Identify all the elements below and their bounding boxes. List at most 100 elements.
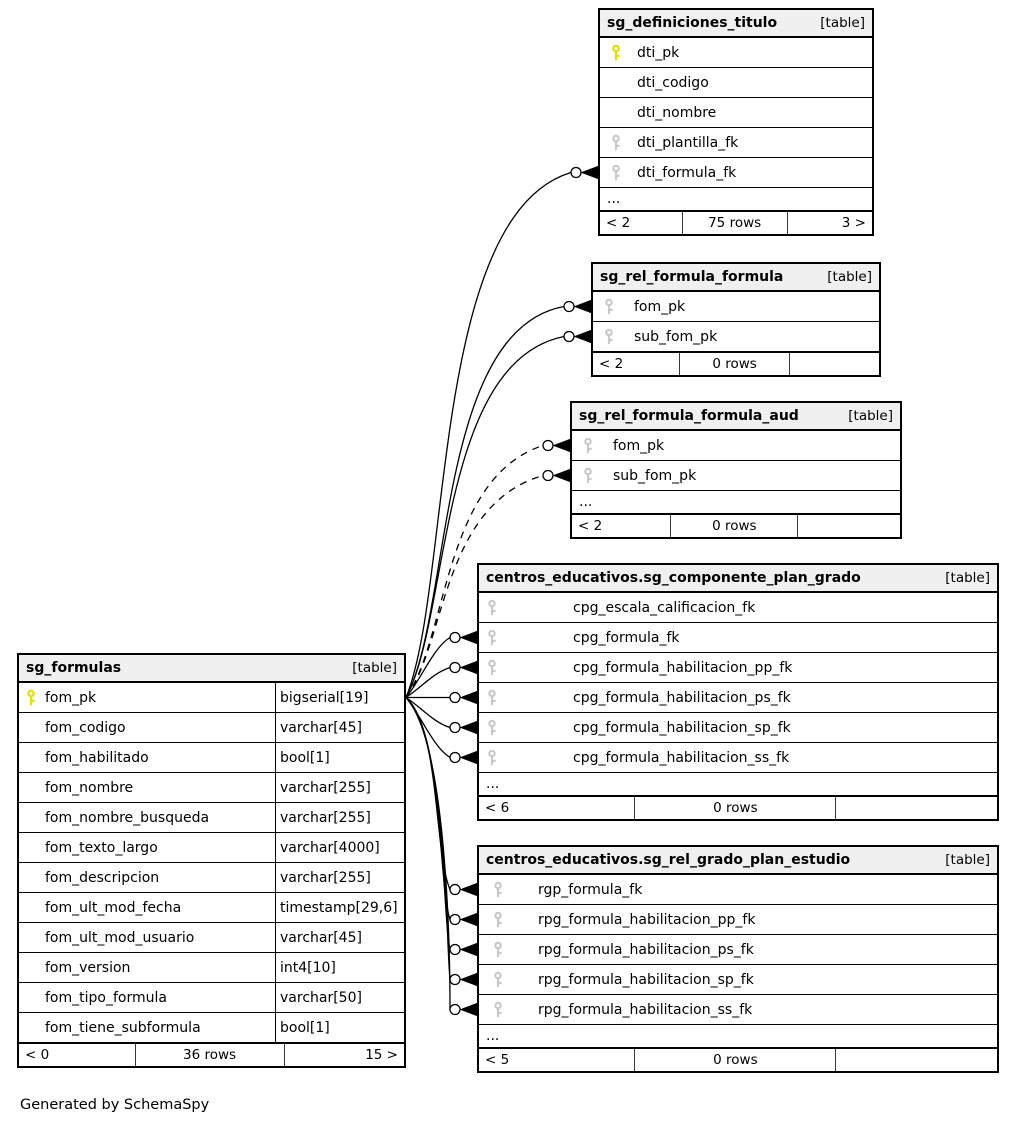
primary-key-icon	[25, 689, 38, 706]
children-count: 3 >	[841, 215, 866, 231]
foreign-key-icon	[486, 719, 499, 736]
column-name: sub_fom_pk	[634, 328, 718, 345]
column-name: cpg_escala_calificacion_fk	[573, 599, 756, 616]
relationship-line	[405, 697, 478, 987]
table-footer: < 6 0 rows	[479, 795, 997, 819]
table-header[interactable]: sg_rel_formula_formula [table]	[593, 264, 879, 292]
relationship-line	[405, 697, 478, 765]
more-columns-ellipsis: ...	[600, 187, 872, 210]
column-row: sub_fom_pk	[572, 460, 900, 490]
rows-count: 75 rows	[681, 212, 788, 234]
column-type: timestamp[29,6]	[275, 893, 404, 922]
column-row: fom_pk	[572, 431, 900, 460]
column-name: sub_fom_pk	[613, 467, 697, 484]
column-row: fom_codigo varchar[45]	[19, 712, 404, 742]
relationship-line	[405, 630, 478, 698]
table-header[interactable]: sg_definiciones_titulo [table]	[600, 10, 872, 38]
column-type: bigserial[19]	[275, 683, 404, 712]
column-row: fom_tipo_formula varchar[50]	[19, 982, 404, 1012]
table-header[interactable]: centros_educativos.sg_rel_grado_plan_est…	[479, 847, 997, 875]
table-name[interactable]: sg_formulas	[26, 660, 122, 676]
table-node-sg_componente_plan_grado[interactable]: centros_educativos.sg_componente_plan_gr…	[477, 563, 999, 821]
parents-count: < 6	[485, 800, 510, 816]
parents-count: < 2	[578, 518, 603, 534]
table-tag: [table]	[352, 660, 397, 676]
table-node-sg_rel_formula_formula_aud[interactable]: sg_rel_formula_formula_aud [table] fom_p…	[570, 401, 902, 539]
column-row: sub_fom_pk	[593, 321, 879, 351]
column-name: fom_descripcion	[45, 869, 160, 886]
foreign-key-icon	[492, 911, 505, 928]
column-row: fom_habilitado bool[1]	[19, 742, 404, 772]
table-name[interactable]: sg_definiciones_titulo	[607, 15, 778, 31]
relationship-line	[405, 329, 592, 698]
children-count	[790, 353, 879, 375]
column-row: dti_codigo	[600, 67, 872, 97]
foreign-key-icon	[582, 467, 595, 484]
table-footer: < 2 75 rows 3 >	[600, 210, 872, 234]
table-tag: [table]	[820, 15, 865, 31]
table-name[interactable]: sg_rel_formula_formula_aud	[579, 408, 799, 424]
children-count	[836, 1049, 997, 1071]
foreign-key-icon	[582, 437, 595, 454]
column-row: rpg_formula_habilitacion_sp_fk	[479, 964, 997, 994]
column-name: dti_plantilla_fk	[637, 134, 739, 151]
column-name: fom_tipo_formula	[45, 989, 167, 1006]
column-row: rpg_formula_habilitacion_pp_fk	[479, 904, 997, 934]
table-tag: [table]	[945, 852, 990, 868]
foreign-key-icon	[486, 599, 499, 616]
column-name: fom_ult_mod_fecha	[45, 899, 182, 916]
children-count	[798, 515, 900, 537]
column-row: fom_pk bigserial[19]	[19, 683, 404, 712]
table-tag: [table]	[848, 408, 893, 424]
column-type: varchar[255]	[275, 773, 404, 802]
column-name: fom_pk	[634, 298, 686, 315]
column-type: int4[10]	[275, 953, 404, 982]
column-name: cpg_formula_habilitacion_sp_fk	[573, 719, 791, 736]
column-row: fom_ult_mod_fecha timestamp[29,6]	[19, 892, 404, 922]
table-name[interactable]: centros_educativos.sg_rel_grado_plan_est…	[486, 852, 851, 868]
generated-by-note: Generated by SchemaSpy	[20, 1097, 210, 1113]
column-row: fom_nombre varchar[255]	[19, 772, 404, 802]
more-columns-ellipsis: ...	[479, 772, 997, 795]
table-node-sg_formulas[interactable]: sg_formulas [table] fom_pk bigserial[19]…	[17, 653, 406, 1068]
foreign-key-icon	[486, 629, 499, 646]
column-name: fom_texto_largo	[45, 839, 158, 856]
column-type: varchar[255]	[275, 803, 404, 832]
rows-count: 0 rows	[678, 353, 791, 375]
table-node-sg_definiciones_titulo[interactable]: sg_definiciones_titulo [table] dti_pk dt…	[598, 8, 874, 236]
column-name: rgp_formula_fk	[538, 881, 643, 898]
relationship-line	[405, 697, 478, 1017]
column-row: fom_pk	[593, 292, 879, 321]
parents-count: < 2	[599, 356, 624, 372]
table-node-sg_rel_grado_plan_estudio[interactable]: centros_educativos.sg_rel_grado_plan_est…	[477, 845, 999, 1073]
more-columns-ellipsis: ...	[572, 490, 900, 513]
rows-count: 0 rows	[634, 1049, 837, 1071]
column-row: fom_nombre_busqueda varchar[255]	[19, 802, 404, 832]
column-name: dti_nombre	[637, 104, 717, 121]
table-tag: [table]	[827, 269, 872, 285]
column-type: bool[1]	[275, 743, 404, 772]
table-header[interactable]: sg_formulas [table]	[19, 655, 404, 683]
table-node-sg_rel_formula_formula[interactable]: sg_rel_formula_formula [table] fom_pk su…	[591, 262, 881, 377]
column-name: fom_codigo	[45, 719, 126, 736]
column-type: varchar[45]	[275, 713, 404, 742]
table-header[interactable]: sg_rel_formula_formula_aud [table]	[572, 403, 900, 431]
column-type: bool[1]	[275, 1013, 404, 1042]
column-row: cpg_formula_habilitacion_pp_fk	[479, 652, 997, 682]
table-footer: < 5 0 rows	[479, 1047, 997, 1071]
foreign-key-icon	[486, 689, 499, 706]
foreign-key-icon	[492, 971, 505, 988]
table-footer: < 0 36 rows 15 >	[19, 1042, 404, 1066]
relationship-line	[405, 468, 571, 698]
column-row: fom_tiene_subformula bool[1]	[19, 1012, 404, 1042]
column-row: cpg_escala_calificacion_fk	[479, 593, 997, 622]
parents-count: < 5	[485, 1052, 510, 1068]
relationship-line	[405, 696, 478, 735]
column-name: dti_pk	[637, 44, 680, 61]
table-name[interactable]: centros_educativos.sg_componente_plan_gr…	[486, 570, 861, 586]
table-footer: < 2 0 rows	[572, 513, 900, 537]
column-name: fom_ult_mod_usuario	[45, 929, 195, 946]
foreign-key-icon	[492, 941, 505, 958]
table-header[interactable]: centros_educativos.sg_componente_plan_gr…	[479, 565, 997, 593]
table-name[interactable]: sg_rel_formula_formula	[600, 269, 784, 285]
